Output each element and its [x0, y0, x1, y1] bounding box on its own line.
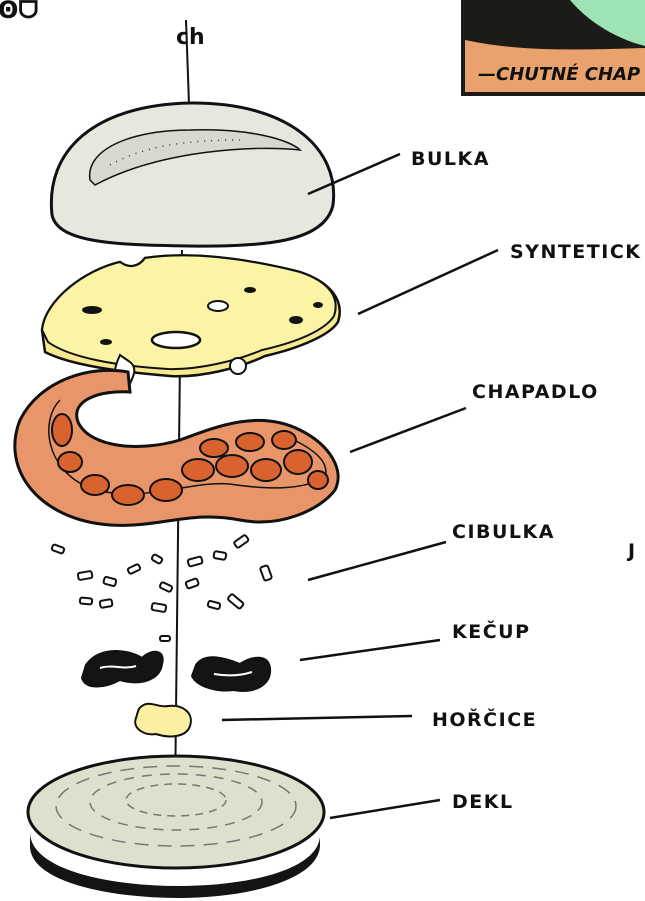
leader-dekl: [330, 800, 440, 818]
leader-cibulka: [308, 542, 446, 580]
bottom-bun: [28, 756, 324, 898]
mustard-blob: [135, 704, 191, 737]
banner-text: —CHUTNÉ CHAP: [478, 63, 640, 85]
leader-syntetick: [358, 250, 498, 314]
label-horcice: HOŘČICE: [432, 707, 537, 731]
label-bulka: BULKA: [411, 148, 490, 170]
label-side-j: J: [626, 540, 637, 562]
leader-kecup: [300, 640, 440, 660]
label-dekl: DEKL: [452, 791, 514, 813]
label-kecup: KEČUP: [452, 619, 531, 643]
labels: BULKA SYNTETICK CHAPADLO CIBULKA J KEČUP…: [411, 148, 641, 813]
label-chapadlo: CHAPADLO: [472, 381, 599, 403]
top-bun: [51, 103, 333, 246]
banner-panel: —CHUTNÉ CHAP: [461, 0, 645, 96]
cheese-slice: [42, 255, 340, 376]
leader-horcice: [222, 716, 412, 720]
label-cibulka: CIBULKA: [452, 521, 555, 543]
corner-glyph: Ꙩᗜ: [0, 0, 38, 24]
tentacle: [15, 355, 338, 525]
label-syntetick: SYNTETICK: [510, 241, 641, 263]
leader-chapadlo: [350, 408, 466, 452]
toothpick-flag: ch: [176, 25, 205, 50]
onion-bits: [51, 535, 272, 641]
